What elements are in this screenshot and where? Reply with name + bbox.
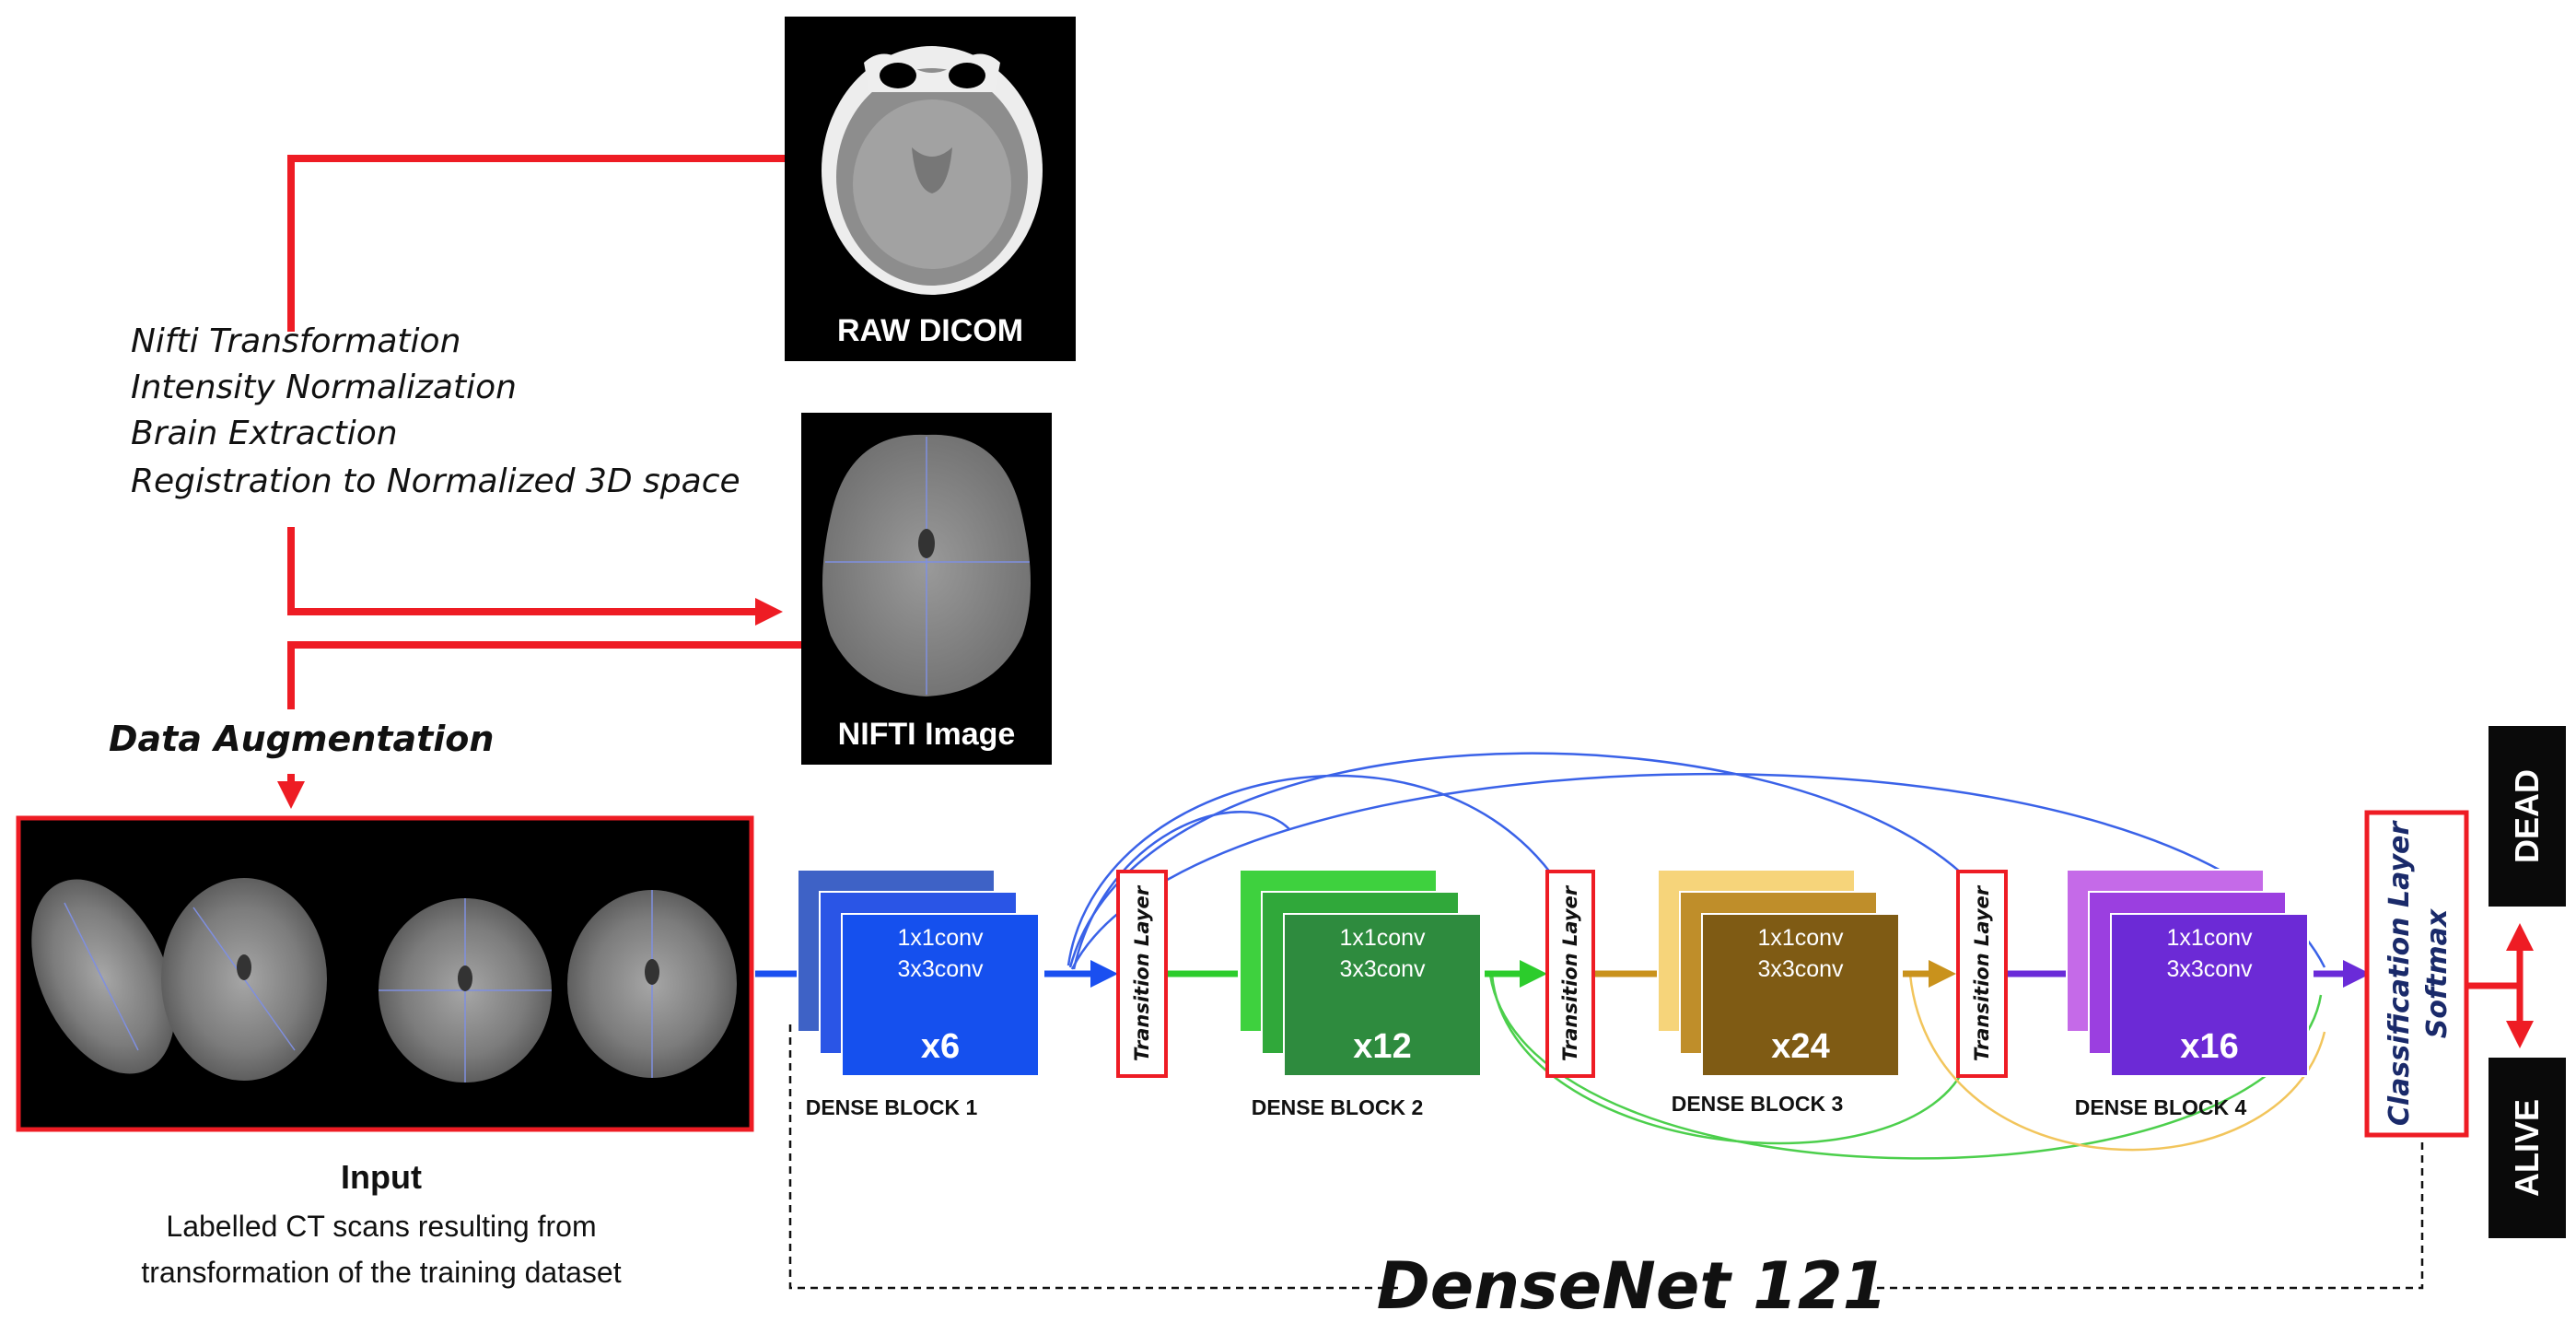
dense-block-1-front [841,913,1040,1077]
step-nifti-transformation: Nifti Transformation [131,322,460,360]
output-dead: DEAD [2489,726,2566,907]
transition-layer-2-label: Transition Layer [1559,884,1581,1061]
transition-layer-3: Transition Layer [1956,870,2008,1078]
transition-layer-1-label: Transition Layer [1131,884,1153,1061]
preprocessing-connectors [277,155,801,809]
densenet-title: DenseNet 121 [1377,1248,1888,1324]
block3-conv1-label: 1x1conv [1757,925,1844,951]
block4-conv1-label: 1x1conv [2166,925,2253,951]
skip-curve-blue-3 [1070,773,2326,970]
block1-conv1-label: 1x1conv [897,925,984,951]
augmented-scan-1 [31,879,175,1074]
alive-label: ALIVE [2508,1099,2546,1197]
nifti-label: NIFTI Image [838,717,1016,752]
dense-block-1: 1x1conv 3x3conv x6 DENSE BLOCK 1 [797,869,1040,1119]
step-brain-extraction: Brain Extraction [131,415,398,452]
block4-label: DENSE BLOCK 4 [2075,1095,2247,1119]
dense-block-4: 1x1conv 3x3conv x16 DENSE BLOCK 4 [2066,869,2309,1119]
raw-dicom-panel: RAW DICOM [785,17,1076,361]
transition-layer-2: Transition Layer [1545,870,1595,1078]
dead-label: DEAD [2508,769,2546,863]
densenet-bracket [788,1024,2424,1290]
softmax-label: Softmax [2421,907,2454,1038]
input-caption-line1: Labelled CT scans resulting from [166,1210,596,1243]
augmented-scan-4 [567,890,737,1078]
block1-label: DENSE BLOCK 1 [806,1095,978,1119]
input-panel [16,815,754,1132]
nifti-panel: NIFTI Image [801,413,1052,765]
classification-layer: Classification Layer Softmax [2364,810,2469,1138]
dense-block-3-front [1701,913,1900,1077]
output-alive: ALIVE [2489,1058,2566,1238]
skip-curve-blue-2 [1068,752,1963,968]
dense-connections [1067,752,2326,1160]
classification-label: Classification Layer [2384,820,2416,1127]
input-title: Input [341,1158,422,1196]
block4-count: x16 [2180,1027,2238,1066]
augmented-scan-2 [161,878,327,1081]
dense-block-2: 1x1conv 3x3conv x12 DENSE BLOCK 2 [1239,869,1482,1119]
input-caption-line2: transformation of the training dataset [141,1256,621,1289]
skip-curve-green-1 [1490,974,1969,1145]
output-connectors [2468,923,2534,1048]
dense-block-3: 1x1conv 3x3conv x24 DENSE BLOCK 3 [1657,869,1900,1116]
raw-dicom-label: RAW DICOM [837,313,1023,348]
connector-from-nifti [287,641,801,709]
preprocessing-steps: Nifti Transformation Intensity Normaliza… [131,322,740,500]
block2-label: DENSE BLOCK 2 [1252,1095,1424,1119]
skip-curve-blue-4 [1072,811,1290,970]
connector-raw-dicom [287,155,785,332]
dense-block-2-front [1283,913,1482,1077]
data-augmentation-label: Data Augmentation [109,719,494,759]
step-intensity-normalization: Intensity Normalization [131,369,517,406]
block3-label: DENSE BLOCK 3 [1672,1092,1844,1116]
skip-curve-blue-1 [1067,774,1552,966]
block2-conv2-label: 3x3conv [1339,956,1426,982]
connector-to-nifti [287,527,783,626]
block4-conv2-label: 3x3conv [2166,956,2253,982]
skip-curve-gold-1 [1908,974,2326,1152]
block3-count: x24 [1771,1027,1829,1066]
block2-count: x12 [1353,1027,1411,1066]
block1-conv2-label: 3x3conv [897,956,984,982]
transition-layer-3-label: Transition Layer [1971,884,1993,1061]
block2-conv1-label: 1x1conv [1339,925,1426,951]
block3-conv2-label: 3x3conv [1757,956,1844,982]
transition-layer-1: Transition Layer [1116,870,1168,1078]
augmented-scan-3 [379,898,552,1082]
block1-count: x6 [921,1027,960,1066]
dense-block-4-front [2110,913,2309,1077]
step-registration: Registration to Normalized 3D space [131,462,740,500]
